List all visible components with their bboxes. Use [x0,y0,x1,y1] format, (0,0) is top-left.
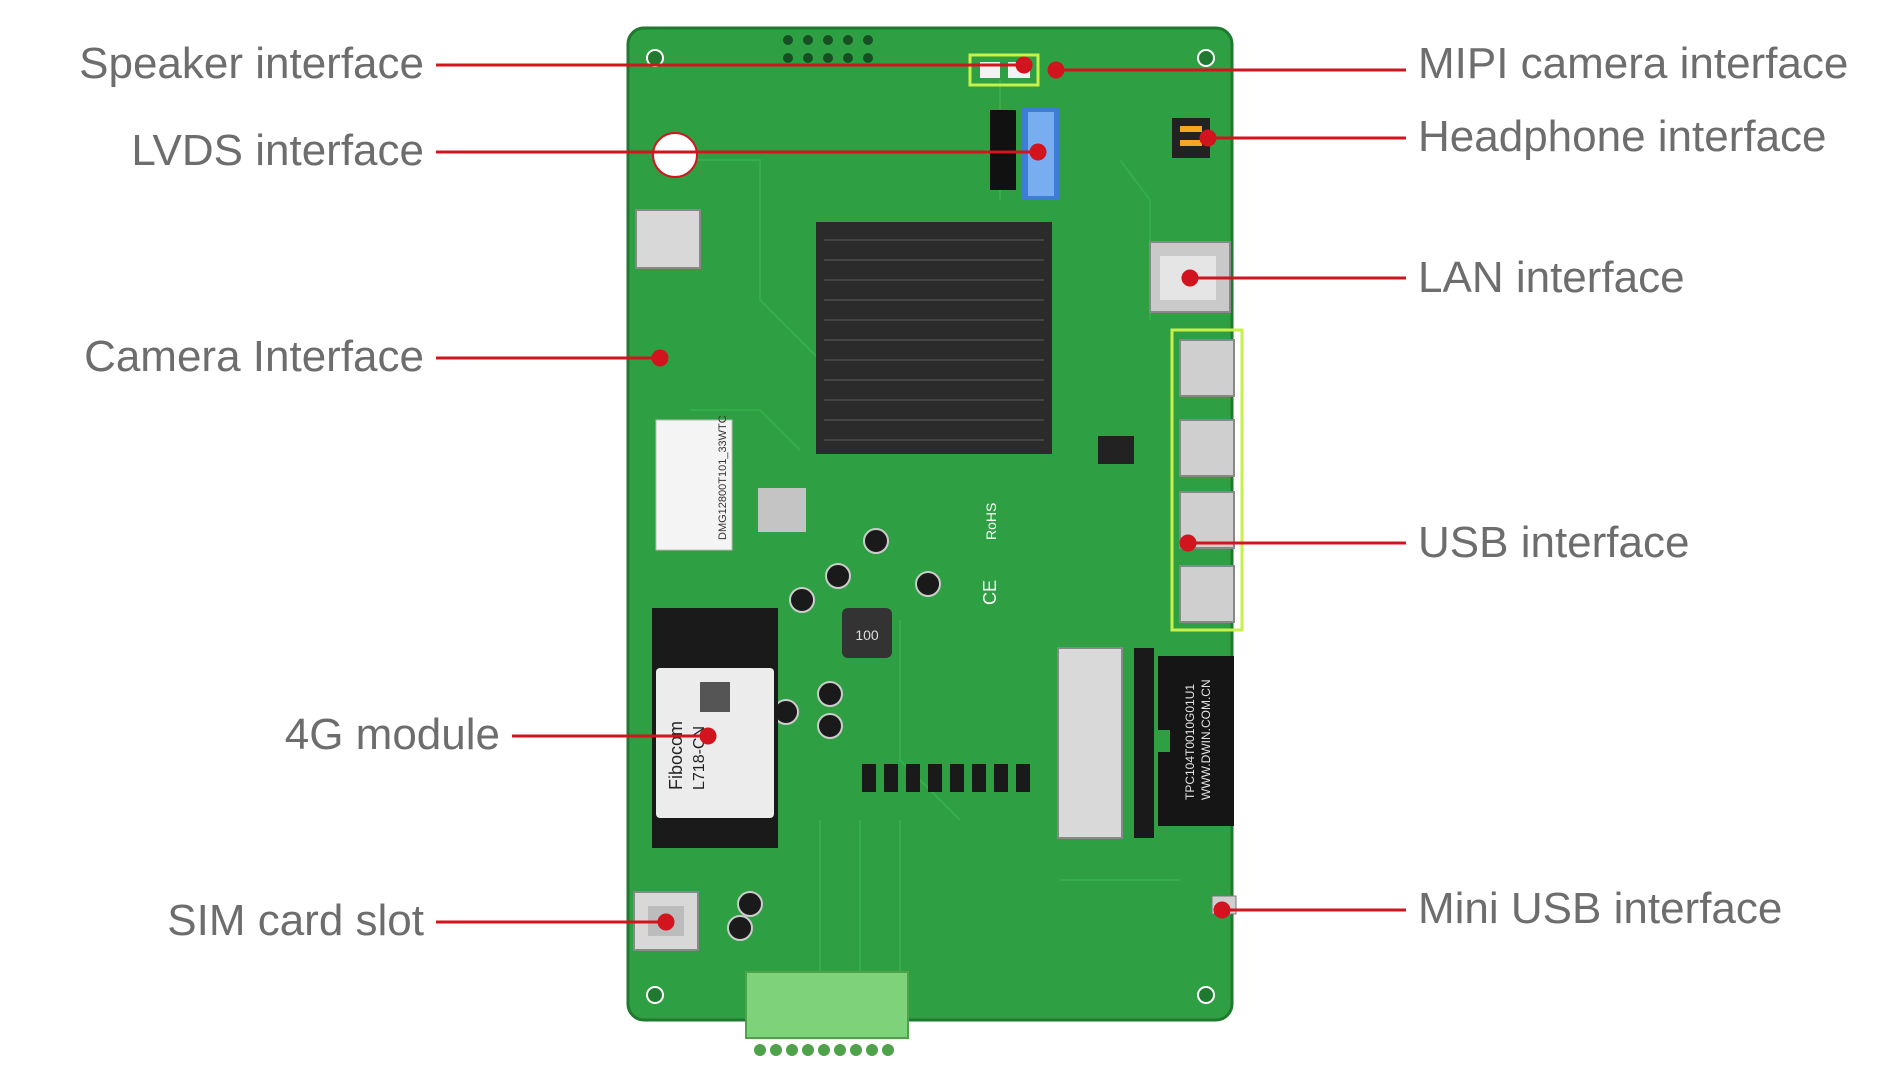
label-lan: LAN interface [1418,253,1685,302]
inductor-label: 100 [855,627,879,643]
label-speaker: Speaker interface [79,39,424,88]
label-camera: Camera Interface [84,332,424,381]
label-4g: 4G module [284,710,500,759]
label-miniusb: Mini USB interface [1418,884,1783,933]
dot-usb [1179,534,1197,552]
dot-camera [651,349,669,367]
camera-slot [635,209,701,269]
dot-mipi [1047,61,1065,79]
leaders [436,56,1406,931]
dot-sim [657,913,675,931]
heatsink [816,222,1052,454]
serial-sticker [655,419,733,551]
usb-highlight [1170,328,1244,632]
ce-mark: CE [980,580,1000,605]
terminal-block [745,971,909,1056]
speaker-connector-highlight [968,53,1040,87]
rohs-mark: RoHS [983,503,999,540]
label-headphone: Headphone interface [1418,112,1827,161]
label-sim: SIM card slot [167,896,424,945]
sticker-text: DMG12800T101_33WTC [717,415,729,540]
dot-lvds [1029,143,1047,161]
label-lvds: LVDS interface [131,126,424,175]
fpc-connector: TPC104T0010G01U1 WWW.DWIN.COM.CN [1057,647,1234,839]
label-usb: USB interface [1418,518,1690,567]
dot-speaker [1015,56,1033,74]
dot-4g [699,727,717,745]
4g-module: Fibocom L718-CN [652,608,778,848]
inductor [842,608,892,658]
lvds-connector [990,108,1060,200]
dot-lan [1181,269,1199,287]
pcb-board: DMG12800T101_33WTC RoHS CE 100 Fibocom [626,26,1244,1056]
quality-sticker [652,132,698,178]
fpc-code: TPC104T0010G01U1 [1183,684,1197,800]
fpc-site: WWW.DWIN.COM.CN [1199,679,1213,800]
usb-ports [1179,339,1235,623]
dot-headphone [1199,129,1217,147]
module-brand: Fibocom [666,721,686,790]
pin-header [783,35,873,63]
dot-miniusb [1213,901,1231,919]
label-mipi: MIPI camera interface [1418,39,1849,88]
